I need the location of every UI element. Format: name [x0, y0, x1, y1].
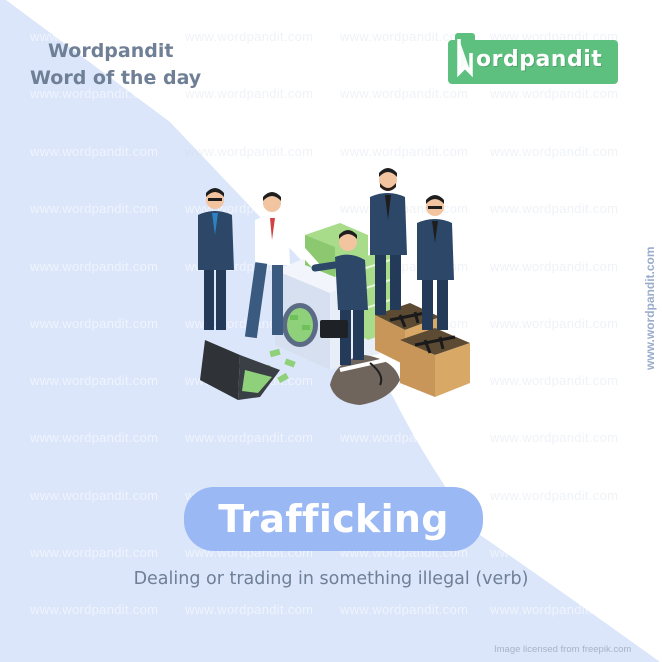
wordpandit-logo: ordpandit [448, 33, 618, 84]
open-briefcase-icon [200, 340, 280, 400]
word-of-the-day: Trafficking [218, 497, 449, 541]
image-credit: Image licensed from freepik.com [494, 644, 632, 655]
vertical-watermark-url: www.wordpandit.com [643, 246, 657, 370]
trafficking-illustration [198, 168, 470, 405]
man-sunglasses-icon [417, 195, 454, 330]
word-pill: Trafficking [184, 487, 483, 551]
brand-name: Wordpandit [48, 40, 174, 62]
logo-text: ordpandit [476, 47, 603, 72]
man-bearded-icon [370, 168, 407, 315]
man-arms-crossed-icon [198, 188, 234, 330]
bookmark-w-icon [455, 33, 475, 81]
word-definition: Dealing or trading in something illegal … [133, 569, 529, 589]
word-of-the-day-label: Word of the day [30, 67, 202, 89]
man-white-shirt-icon [244, 192, 319, 339]
duffel-bag-icon [330, 355, 400, 405]
man-with-briefcase-icon [311, 230, 368, 365]
logo-background [448, 40, 618, 84]
